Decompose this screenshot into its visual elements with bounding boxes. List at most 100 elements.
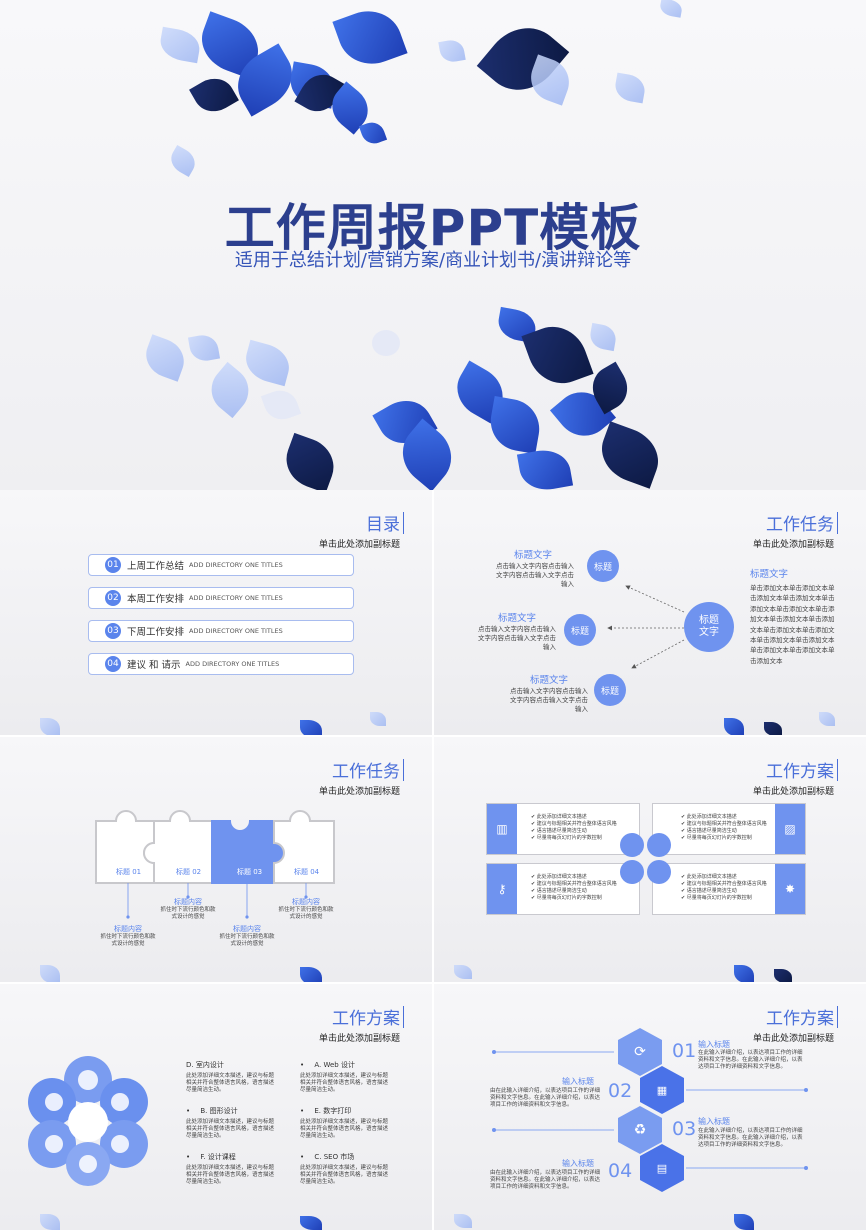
step-number: 02	[608, 1080, 633, 1102]
plan-bullet: 尽量将每页幻灯片的字数控制	[686, 835, 752, 841]
directory-item: 04 建议 和 请示 ADD DIRECTORY ONE TITLES	[88, 653, 354, 675]
directory-en: ADD DIRECTORY ONE TITLES	[189, 627, 283, 635]
note-text: 抓住时下流行颜色和款式设计的感觉	[219, 934, 275, 947]
step-text: 由在此输入详细介绍，以表达项目工作的详细资料和文字信息。在此输入详细介绍，以表达…	[490, 1088, 601, 1108]
directory-label: 建议 和 请示	[127, 660, 181, 671]
leaf-decoration	[486, 396, 544, 454]
plan-bullets: ✔ 此处添加详细文本描述 ✔ 建议与标题相关并符合整体语言风格 ✔ 语言描述尽量…	[681, 814, 767, 841]
step-connectors	[492, 1050, 808, 1170]
step-number: 03	[672, 1118, 697, 1140]
plan-bullet: 此处添加详细文本描述	[686, 814, 737, 820]
plan-item-text: 此处添加详细文本描述，建议与标题相关并符合整体语言风格，语言描述尽量简洁生动。	[186, 1073, 275, 1093]
leaf-decoration	[166, 144, 200, 178]
leaf-decoration	[189, 70, 239, 120]
leaf-decoration	[454, 965, 472, 979]
node-title: 标题文字	[514, 550, 553, 561]
slide-subtitle: 单击此处添加副标题	[318, 1034, 400, 1044]
plan-item: • F. 设计课程 此处添加详细文本描述，建议与标题相关并符合整体语言风格，语言…	[186, 1152, 278, 1186]
puzzle-label: 标题 01	[116, 868, 142, 876]
cover-slide: 工作周报PPT模板 适用于总结计划/营销方案/商业计划书/演讲辩论等	[0, 0, 866, 490]
plan-bullets: ✔ 此处添加详细文本描述 ✔ 建议与标题相关并符合整体语言风格 ✔ 语言描述尽量…	[681, 874, 767, 901]
leaf-decoration	[241, 339, 294, 387]
center-circle: 标题 文字	[684, 602, 734, 652]
plan-item: D. 室内设计 此处添加详细文本描述，建议与标题相关并符合整体语言风格，语言描述…	[186, 1060, 278, 1094]
leaf-decoration	[438, 38, 466, 64]
plan-bullet: 尽量将每页幻灯片的字数控制	[536, 895, 602, 901]
step-title: 输入标题	[698, 1117, 730, 1126]
leaf-decoration	[372, 330, 400, 356]
directory-number: 04	[105, 656, 121, 672]
leaf-decoration	[278, 432, 342, 490]
slide-subtitle: 单击此处添加副标题	[318, 540, 400, 550]
note-text: 抓住时下流行颜色和款式设计的感觉	[100, 934, 156, 947]
plan-bullet: 建议与标题相关并符合整体语言风格	[686, 821, 767, 827]
leaf-decoration	[724, 718, 744, 735]
leaf-decoration	[516, 445, 574, 490]
slide-header: 工作任务 单击此处添加副标题	[753, 510, 834, 550]
leaf-decoration	[734, 965, 754, 982]
step-title: 输入标题	[562, 1077, 594, 1086]
node-text: 点击输入文字内容点击输入文字内容点击输入文字点击输入	[478, 625, 556, 651]
cover-subtitle: 适用于总结计划/营销方案/商业计划书/演讲辩论等	[234, 250, 632, 271]
slide-directory: 目录 单击此处添加副标题 01 上周工作总结 ADD DIRECTORY ONE…	[0, 490, 432, 735]
center-circles	[620, 833, 672, 885]
step-number: 04	[608, 1160, 633, 1182]
leaf-decoration	[774, 969, 792, 982]
plan-box-icon: ✸	[775, 864, 805, 914]
directory-item: 01 上周工作总结 ADD DIRECTORY ONE TITLES	[88, 554, 354, 576]
step-number: 01	[672, 1040, 697, 1062]
note-text: 抓住时下流行颜色和款式设计的感觉	[278, 907, 334, 920]
leaf-decoration	[157, 26, 203, 64]
right-text: 单击添加文本单击添加文本单击添加文本单击添加文本单击添加文本单击添加文本单击添加…	[750, 584, 835, 665]
leaf-decoration	[140, 334, 190, 382]
leaf-decoration	[454, 1214, 472, 1228]
directory-number: 01	[105, 557, 121, 573]
plan-bullet: 语言描述尽量简洁生动	[686, 888, 737, 894]
plan-bullet: 语言描述尽量简洁生动	[536, 888, 587, 894]
directory-item: 02 本周工作安排 ADD DIRECTORY ONE TITLES	[88, 587, 354, 609]
slide-title: 工作方案	[766, 1009, 834, 1029]
directory-item: 03 下周工作安排 ADD DIRECTORY ONE TITLES	[88, 620, 354, 642]
plan-box: ▥ ✔ 此处添加详细文本描述 ✔ 建议与标题相关并符合整体语言风格 ✔ 语言描述…	[486, 803, 640, 855]
leaf-decoration	[300, 720, 322, 735]
leaf-decoration	[588, 322, 618, 352]
plan-bullet: 此处添加详细文本描述	[686, 874, 737, 880]
plan-box-icon: ▥	[487, 804, 517, 854]
slide-plan-3: 工作方案 单击此处添加副标题 ⟳ ▦ ♻ ▤ 01 输入标题 在此输入详细介绍，…	[434, 984, 866, 1230]
step-title: 输入标题	[698, 1040, 730, 1049]
header-divider	[403, 1006, 404, 1028]
note-title: 标题内容	[233, 925, 261, 933]
leaf-decoration	[300, 1216, 322, 1230]
plan-bullet: 尽量将每页幻灯片的字数控制	[686, 895, 752, 901]
plan-item: • C. SEO 市场 此处添加详细文本描述，建议与标题相关并符合整体语言风格，…	[300, 1152, 392, 1186]
puzzle-graphic	[95, 810, 335, 884]
step-text: 在此输入详细介绍，以表达项目工作的详细资料和文字信息。在此输入详细介绍，以表达项…	[698, 1050, 803, 1070]
leaf-decoration	[260, 385, 302, 425]
slide-title: 目录	[366, 515, 400, 535]
directory-en: ADD DIRECTORY ONE TITLES	[189, 561, 283, 569]
leaf-decoration	[332, 1, 408, 74]
leaf-decoration	[734, 1214, 754, 1230]
leaf-decoration	[658, 0, 684, 18]
plan-bullet: 语言描述尽量简洁生动	[536, 828, 587, 834]
step-title: 输入标题	[562, 1159, 594, 1168]
slide-title: 工作方案	[766, 762, 834, 782]
directory-label: 本周工作安排	[127, 594, 185, 605]
slide-subtitle: 单击此处添加副标题	[318, 787, 400, 797]
leaf-decoration	[612, 72, 648, 104]
document-icon: ▤	[656, 1161, 668, 1175]
plan-bullet: 建议与标题相关并符合整体语言风格	[536, 821, 617, 827]
header-divider	[837, 512, 838, 534]
plan-bullet: 尽量将每页幻灯片的字数控制	[536, 835, 602, 841]
node-text: 点击输入文字内容点击输入文字内容点击输入文字点击输入	[496, 562, 574, 588]
slide-subtitle: 单击此处添加副标题	[752, 787, 834, 797]
directory-number: 02	[105, 590, 121, 606]
slide-title: 工作方案	[332, 1009, 400, 1029]
puzzle-connectors	[126, 883, 308, 919]
slide-subtitle: 单击此处添加副标题	[752, 540, 834, 550]
node-circle: 标题	[587, 550, 619, 582]
plan-box: ✸ ✔ 此处添加详细文本描述 ✔ 建议与标题相关并符合整体语言风格 ✔ 语言描述…	[652, 863, 806, 915]
plan-item-text: 此处添加详细文本描述，建议与标题相关并符合整体语言风格，语言描述尽量简洁生动。	[186, 1119, 275, 1139]
leaf-decoration	[187, 332, 221, 364]
leaf-decoration	[40, 718, 60, 735]
